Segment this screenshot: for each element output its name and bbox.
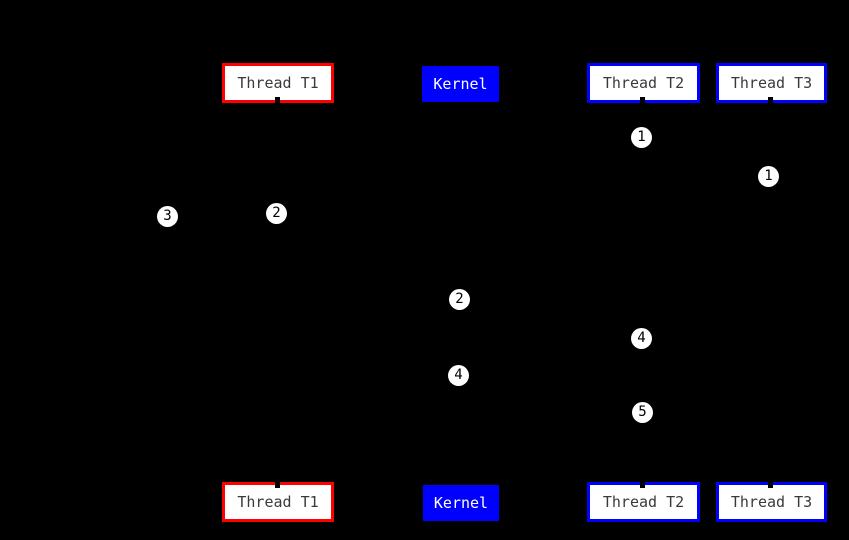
lifeline-stub-t1-top <box>275 97 280 103</box>
kernel-top-label: Kernel <box>433 75 488 93</box>
step-marker-1: 1 <box>631 127 652 148</box>
thread-t3-top-label: Thread T3 <box>730 74 813 92</box>
thread-t1-bottom-node: Thread T1 <box>222 482 334 522</box>
thread-t3-bottom-node: Thread T3 <box>716 482 827 522</box>
thread-t3-bottom-label: Thread T3 <box>730 493 813 511</box>
thread-t1-top-label: Thread T1 <box>237 74 319 92</box>
lifeline-stub-t3-bottom <box>768 482 773 488</box>
step-marker-4: 4 <box>631 328 652 349</box>
step-marker-3: 3 <box>157 206 178 227</box>
thread-t2-bottom-label: Thread T2 <box>602 493 685 511</box>
thread-t3-top-node: Thread T3 <box>716 63 827 103</box>
thread-t1-top-node: Thread T1 <box>222 63 334 103</box>
step-marker-2: 2 <box>266 203 287 224</box>
step-marker-4: 4 <box>448 365 469 386</box>
lifeline-stub-t3-top <box>768 97 773 103</box>
lifeline-stub-t2-top <box>640 97 645 103</box>
thread-t2-top-label: Thread T2 <box>602 74 685 92</box>
step-marker-1: 1 <box>758 166 779 187</box>
step-marker-5: 5 <box>632 402 653 423</box>
thread-t1-bottom-label: Thread T1 <box>237 493 319 511</box>
lifeline-stub-t2-bottom <box>640 482 645 488</box>
kernel-bottom-label: Kernel <box>433 494 489 512</box>
thread-t2-bottom-node: Thread T2 <box>587 482 700 522</box>
kernel-bottom-node: Kernel <box>423 485 499 521</box>
lifeline-stub-t1-bottom <box>275 482 280 488</box>
kernel-top-node: Kernel <box>422 66 499 102</box>
step-marker-2: 2 <box>449 289 470 310</box>
